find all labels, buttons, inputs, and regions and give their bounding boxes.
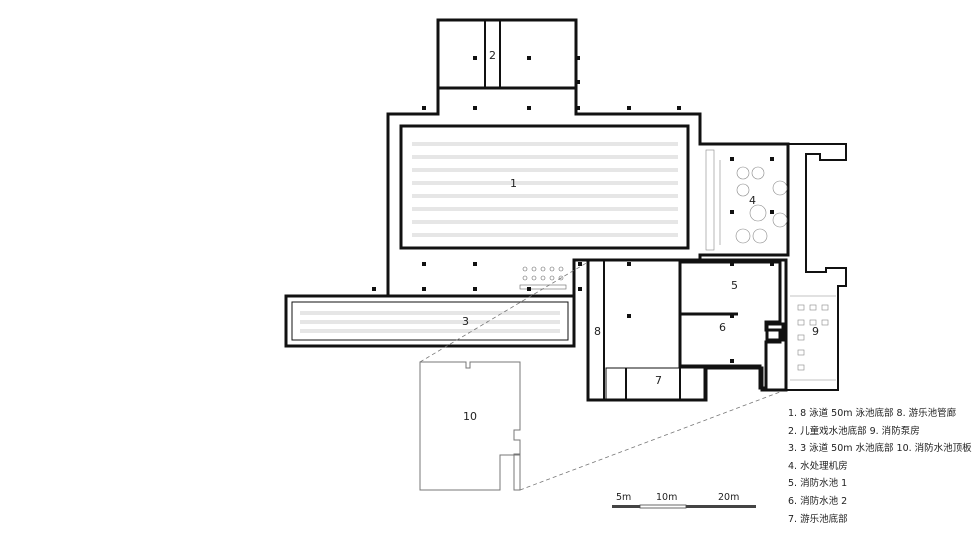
room-10-label: 10: [463, 410, 477, 423]
room-1-label: 1: [510, 177, 517, 190]
legend-item: 7. 游乐池底部: [788, 513, 848, 525]
pool-1: [399, 124, 690, 250]
south-block: [586, 258, 788, 402]
room-8-label: 8: [594, 325, 601, 338]
pool-1-lanes: [412, 142, 678, 237]
room-9-label: 9: [812, 325, 819, 338]
legend-item: 1. 8 泳道 50m 泳池底部 8. 游乐池管廊: [788, 408, 957, 419]
room-10-outline: [419, 361, 521, 491]
columns: [372, 56, 774, 363]
room-3-label: 3: [462, 315, 469, 328]
east-structure-outline: [785, 143, 847, 391]
legend-item: 3. 3 泳道 50m 水池底部 10. 消防水池顶板: [788, 443, 972, 455]
room-9-pumps: [790, 295, 836, 381]
scale-bar: 5m 10m 20m: [612, 492, 756, 509]
scale-label-10m: 10m: [656, 492, 677, 503]
legend-item: 6. 消防水池 2: [788, 495, 848, 507]
room-4-equipment: [705, 149, 788, 251]
scale-label-5m: 5m: [616, 492, 631, 503]
projection-lines: [419, 261, 781, 491]
room-7-label: 7: [655, 374, 662, 387]
room-4-label: 4: [749, 194, 756, 207]
pool-3: [291, 301, 569, 341]
room-5-label: 5: [731, 279, 738, 292]
legend-item: 4. 水处理机房: [788, 460, 848, 472]
legend-item: 2. 儿童戏水池底部 9. 消防泵房: [788, 425, 920, 437]
pool-3-lanes: [300, 311, 560, 333]
room-2-label: 2: [489, 49, 496, 62]
legend: 1. 8 泳道 50m 泳池底部 8. 游乐池管廊 2. 儿童戏水池底部 9. …: [788, 405, 972, 528]
legend-item: 5. 消防水池 1: [788, 478, 848, 490]
scale-label-20m: 20m: [718, 492, 739, 503]
pool-3-wing: [284, 294, 576, 348]
equipment-marks: [519, 266, 567, 290]
room-6-label: 6: [719, 321, 726, 334]
room-2-block: [436, 18, 578, 90]
